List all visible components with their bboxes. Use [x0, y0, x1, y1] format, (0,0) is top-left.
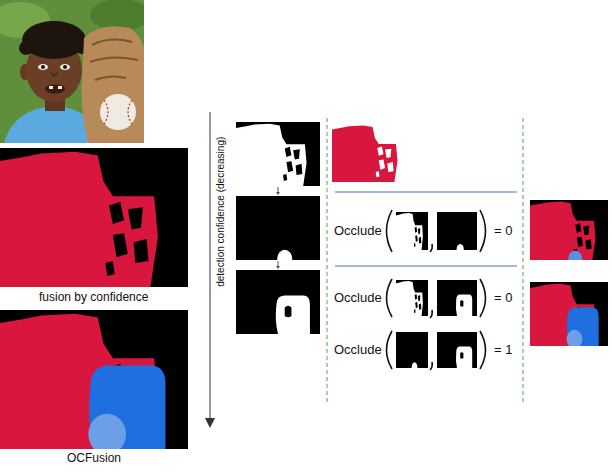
- mask-ground: [396, 280, 428, 316]
- fused-result: [530, 200, 608, 268]
- glove: [82, 26, 144, 143]
- mouth: [45, 85, 65, 94]
- person-detection: [236, 124, 307, 186]
- ocfusion-mask: [0, 310, 188, 455]
- result-value: = 0: [494, 224, 512, 239]
- grass-patch: [90, 0, 144, 31]
- occlusion-test: [387, 210, 486, 255]
- mask-frame: [530, 200, 608, 268]
- row-divider: [335, 266, 517, 267]
- paren: [480, 210, 486, 252]
- ball-mask: [568, 250, 582, 268]
- comma: [430, 362, 432, 370]
- paren: [480, 331, 486, 369]
- dashed-divider: [523, 118, 524, 402]
- nose: [51, 72, 57, 76]
- axis-label: detection confidence (decreasing): [215, 137, 227, 287]
- mask-ground: [0, 148, 188, 287]
- paren: [387, 210, 393, 252]
- occlusion-test: [387, 331, 486, 373]
- function-name: Occlude: [334, 224, 382, 239]
- row-divider: [335, 192, 517, 193]
- mask-ground: [396, 332, 428, 368]
- arrow-head: [205, 418, 215, 428]
- mask-ground: [530, 200, 608, 260]
- mask-ground: [236, 122, 320, 186]
- result-value: = 0: [494, 291, 512, 306]
- comma: [430, 244, 432, 252]
- baseball: [100, 94, 136, 130]
- glove-detection: [456, 346, 472, 368]
- image-caption: fusion by confidence: [39, 291, 148, 305]
- dashed-divider: [327, 118, 328, 402]
- paren: [480, 279, 486, 317]
- person-detection: [396, 281, 423, 316]
- mask-ground: [396, 212, 428, 250]
- glove-detection: [456, 294, 472, 316]
- mask-ground: [236, 270, 320, 334]
- tooth: [49, 86, 53, 89]
- mask-ground: [437, 212, 477, 250]
- mask-ground: [437, 280, 477, 316]
- ball-detection: [277, 250, 292, 269]
- arrow-head: [276, 266, 280, 269]
- fusion-mask: [0, 148, 188, 287]
- image-caption: OCFusion: [67, 452, 121, 466]
- eye: [60, 64, 70, 70]
- paren: [387, 279, 393, 317]
- mask-frame: [396, 332, 428, 373]
- tooth: [58, 86, 62, 89]
- glove-detection: [276, 296, 310, 334]
- paren: [387, 331, 393, 369]
- mask-frame: [236, 196, 320, 269]
- mask-ground: [437, 332, 477, 368]
- ball-detection: [457, 244, 464, 255]
- hair: [22, 21, 86, 59]
- glove-lacing: [90, 40, 138, 80]
- ball-mask: [88, 414, 126, 455]
- eye: [38, 64, 48, 70]
- person-mask: [0, 152, 158, 287]
- function-name: Occlude: [334, 343, 382, 358]
- person-detection: [396, 213, 423, 250]
- hair: [19, 41, 33, 55]
- pupil: [63, 65, 67, 69]
- detection-column: [236, 122, 320, 334]
- pupil: [41, 65, 45, 69]
- arrow-head: [276, 192, 280, 195]
- comma: [430, 310, 432, 318]
- input-photo: [0, 0, 144, 143]
- mask-ground: [236, 196, 320, 260]
- function-name: Occlude: [334, 291, 382, 306]
- ball-mask: [567, 330, 583, 349]
- fused-result: [530, 282, 608, 349]
- ball-detection: [412, 362, 418, 373]
- confidence-axis: [210, 112, 211, 420]
- baseball-seam: [104, 100, 132, 124]
- fused-result: [332, 126, 398, 182]
- person-mask: [530, 202, 596, 260]
- result-value: = 1: [494, 343, 512, 358]
- mask-frame: [437, 212, 477, 255]
- occlusion-test: [387, 279, 486, 318]
